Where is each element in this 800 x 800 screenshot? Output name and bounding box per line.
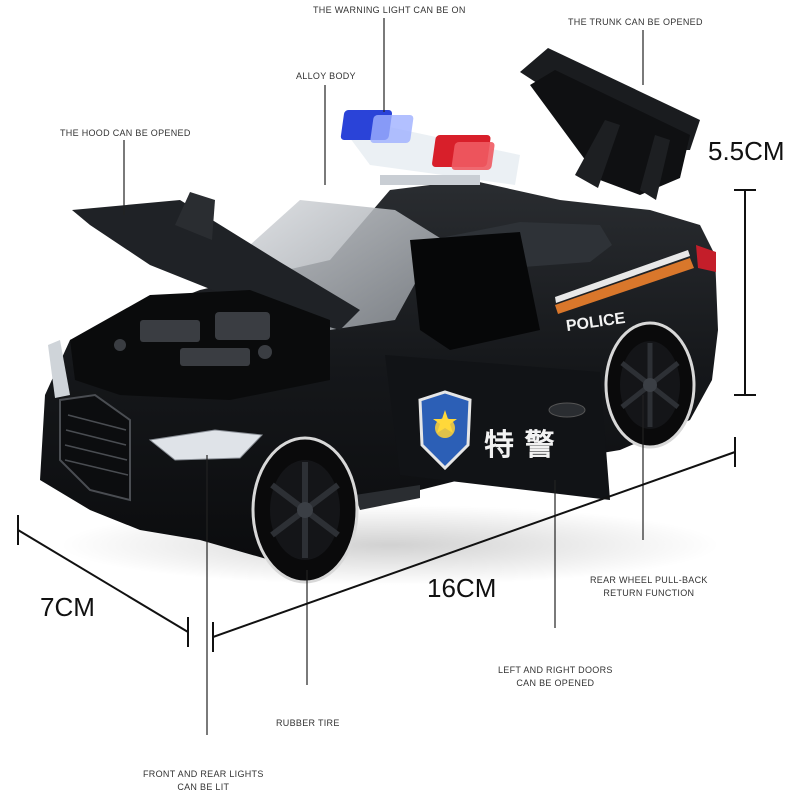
dimension-width-label: 7CM [40,592,95,622]
caption-alloy-body: ALLOY BODY [296,71,356,81]
headlight [148,429,264,461]
caption-lights-line2: CAN BE LIT [177,782,230,792]
length-dimension-line [212,437,736,652]
front-grille [59,393,131,502]
caption-warning-light: THE WARNING LIGHT CAN BE ON [313,5,466,15]
caption-doors-line2: CAN BE OPENED [516,678,595,688]
orange-stripe [555,258,694,314]
engine-bay [70,290,330,400]
police-badge-icon [418,390,472,471]
white-stripe [555,250,690,303]
hood-hinge [175,192,215,240]
tail-light [696,245,716,272]
door-handle [548,402,586,418]
dimension-height-label: 5.5CM [708,136,785,166]
rear-wheel [604,321,696,449]
caption-trunk: THE TRUNK CAN BE OPENED [568,17,703,27]
caption-rear-wheel-line2: RETURN FUNCTION [603,588,695,598]
car-body [40,180,718,560]
caption-rubber-tire: RUBBER TIRE [276,718,340,728]
caption-lights-line1: FRONT AND REAR LIGHTS [143,769,264,779]
open-hood [72,200,360,330]
caption-doors-line1: LEFT AND RIGHT DOORS [498,665,613,675]
caption-hood: THE HOOD CAN BE OPENED [60,128,191,138]
caption-rear-wheel-line1: REAR WHEEL PULL-BACK [590,575,708,585]
front-wheel [251,436,359,584]
door-interior [410,232,540,350]
caption-rear-wheel: REAR WHEEL PULL-BACK RETURN FUNCTION [590,574,708,600]
engine-details [114,312,272,366]
caption-doors: LEFT AND RIGHT DOORS CAN BE OPENED [498,664,613,690]
windshield [250,200,440,330]
caption-lights: FRONT AND REAR LIGHTS CAN BE LIT [143,768,264,794]
side-skirt [355,485,420,510]
annotation-leaders [123,18,644,735]
height-dimension-line [734,189,756,396]
dimension-length-label: 16CM [427,573,497,603]
door-text: 特 警 [484,428,555,463]
width-dimension-line [17,515,189,647]
siren-light-bar [340,110,520,185]
rear-spoiler [520,48,700,200]
